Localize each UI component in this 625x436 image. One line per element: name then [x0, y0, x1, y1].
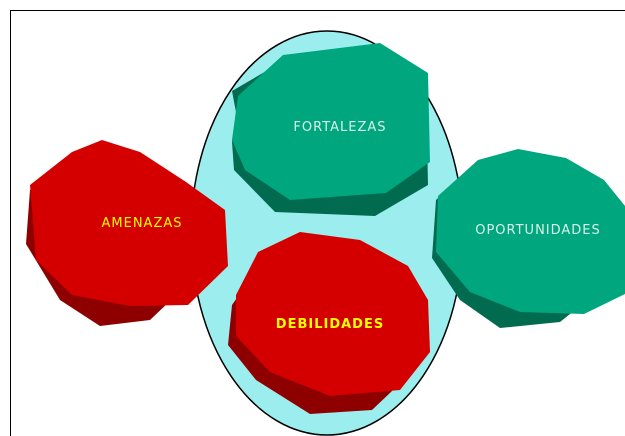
- fortalezas-block: FORTALEZAS: [232, 43, 430, 216]
- oportunidades-face: [436, 149, 625, 314]
- amenazas-label: AMENAZAS: [102, 216, 183, 231]
- debilidades-block: DEBILIDADES: [228, 232, 430, 414]
- fortalezas-face: [232, 43, 430, 200]
- debilidades-face: [236, 232, 430, 396]
- fortalezas-label: FORTALEZAS: [293, 120, 386, 135]
- amenazas-face: [30, 140, 228, 306]
- oportunidades-label: OPORTUNIDADES: [475, 223, 601, 238]
- debilidades-label: DEBILIDADES: [276, 317, 384, 332]
- amenazas-block: AMENAZAS: [26, 140, 228, 326]
- oportunidades-block: OPORTUNIDADES: [432, 149, 625, 328]
